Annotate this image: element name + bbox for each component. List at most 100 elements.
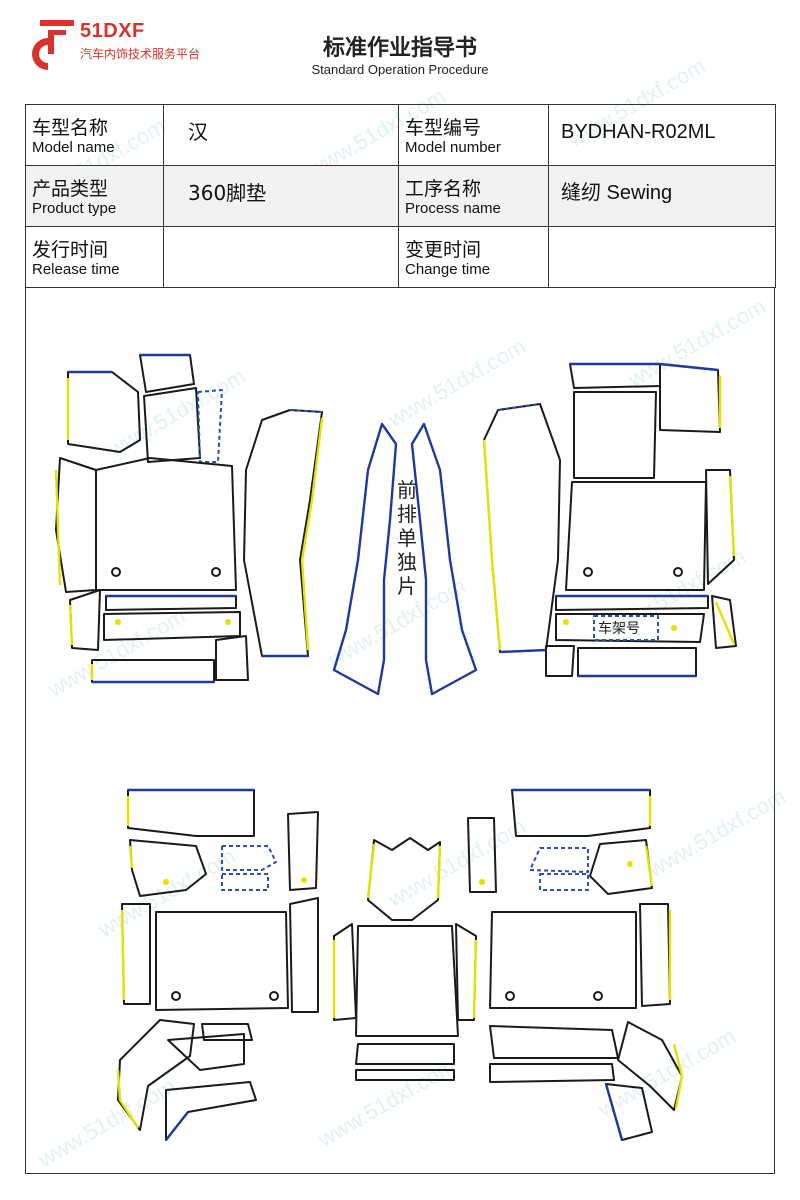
snap-hole-icon (211, 567, 221, 577)
front-left-yellow-edges (54, 378, 324, 680)
snap-dot-icon (115, 619, 121, 625)
rear-left-blue-edges (128, 788, 254, 1141)
mat-piece (243, 409, 323, 657)
snap-hole-icon (505, 991, 515, 1001)
model-name-value: 汉 (188, 120, 208, 144)
rear-right-yellow-edges (644, 796, 684, 1109)
label-cell: 车型名称 Model name (25, 104, 164, 166)
mat-piece (333, 923, 357, 1021)
mat-piece (55, 457, 97, 593)
mat-piece (139, 354, 195, 393)
label-cn: 发行时间 (32, 239, 109, 261)
mat-piece (165, 1081, 257, 1141)
dashed-seam (497, 403, 541, 411)
label-cell: 工序名称 Process name (398, 165, 549, 227)
mat-piece (577, 647, 697, 677)
mat-piece (573, 391, 657, 479)
snap-dot-icon (627, 861, 633, 867)
mat-piece (565, 481, 707, 591)
rear-right-mat-group (467, 789, 683, 1141)
value-cell (163, 226, 399, 288)
rear-center-yellow-edges (332, 843, 478, 1019)
label-cn: 车型编号 (405, 117, 482, 139)
frame-number-label: 车架号 (598, 621, 640, 637)
drawing-frame (25, 288, 775, 1174)
mat-piece (483, 403, 561, 653)
value-cell (548, 226, 776, 288)
snap-dot-icon (301, 877, 307, 883)
mat-piece (127, 789, 255, 837)
document-title: 标准作业指导书 (322, 36, 477, 61)
mat-piece (143, 387, 201, 463)
table-row: 车型名称 Model name 汉 车型编号 Model number BYDH… (25, 104, 776, 166)
mat-piece (489, 1063, 615, 1083)
value-cell: BYDHAN-R02ML (548, 104, 776, 166)
mat-piece (555, 595, 709, 611)
mat-piece (221, 845, 277, 871)
mat-piece (129, 839, 207, 897)
mat-piece (511, 789, 651, 837)
snap-hole-icon (171, 991, 181, 1001)
label-cell: 车型编号 Model number (398, 104, 549, 166)
mat-piece (589, 839, 653, 895)
label-cell: 发行时间 Release time (25, 226, 164, 288)
info-table: 车型名称 Model name 汉 车型编号 Model number BYDH… (25, 104, 776, 288)
front-left-blue-edges (68, 353, 308, 684)
mat-piece (287, 811, 319, 891)
mat-piece (167, 1033, 245, 1071)
mat-piece (711, 595, 737, 649)
rear-right-blue-edges (512, 788, 650, 1141)
mat-piece (155, 911, 289, 1011)
label-en: Process name (405, 200, 501, 217)
label-cn: 变更时间 (405, 239, 482, 261)
table-row: 发行时间 Release time 变更时间 Change time (25, 226, 776, 288)
label-en: Product type (32, 200, 117, 217)
label-en: Model number (405, 139, 501, 156)
label-cn: 车型名称 (32, 117, 109, 139)
value-cell: 360脚垫 (163, 165, 399, 227)
logo-subtitle: 汽车内饰技术服务平台 (80, 47, 201, 61)
product-type-value: 360脚垫 (188, 181, 267, 205)
mat-piece (569, 363, 661, 389)
mat-piece (639, 903, 671, 1007)
snap-dot-icon (225, 619, 231, 625)
mat-piece (489, 911, 637, 1009)
mat-piece (197, 389, 223, 463)
front-right-blue-edges (499, 362, 719, 678)
dashed-seam (289, 409, 323, 413)
label-en: Change time (405, 261, 491, 278)
mat-piece (355, 925, 459, 1037)
mat-piece (105, 595, 237, 611)
mat-piece (367, 837, 441, 921)
mat-piece (201, 1023, 253, 1041)
mat-piece (355, 1069, 455, 1081)
mat-piece (91, 659, 215, 683)
label-en: Model name (32, 139, 115, 156)
mat-piece (69, 589, 101, 651)
model-number-value: BYDHAN-R02ML (561, 121, 716, 143)
label-cn: 工序名称 (405, 178, 482, 200)
mat-piece (705, 469, 735, 585)
snap-dot-icon (479, 879, 485, 885)
snap-dot-icon (163, 879, 169, 885)
mat-piece (67, 371, 141, 453)
label-en: Release time (32, 261, 120, 278)
snap-hole-icon (583, 567, 593, 577)
mat-piece (545, 645, 575, 677)
mat-piece (489, 1025, 619, 1059)
value-cell: 汉 (163, 104, 399, 166)
mat-piece (221, 873, 269, 891)
mat-piece (659, 363, 721, 433)
mat-piece (539, 873, 589, 891)
front-single-piece-label: 前排单独片 (397, 478, 417, 598)
label-cell: 变更时间 Change time (398, 226, 549, 288)
rear-center-mat-group (333, 837, 477, 1081)
mat-piece (332, 422, 398, 696)
mat-piece (355, 1043, 455, 1065)
mat-piece (455, 923, 477, 1021)
mat-piece (103, 611, 241, 641)
front-left-mat-group (55, 354, 323, 683)
rear-left-yellow-edges (116, 796, 140, 1129)
snap-hole-icon (269, 991, 279, 1001)
